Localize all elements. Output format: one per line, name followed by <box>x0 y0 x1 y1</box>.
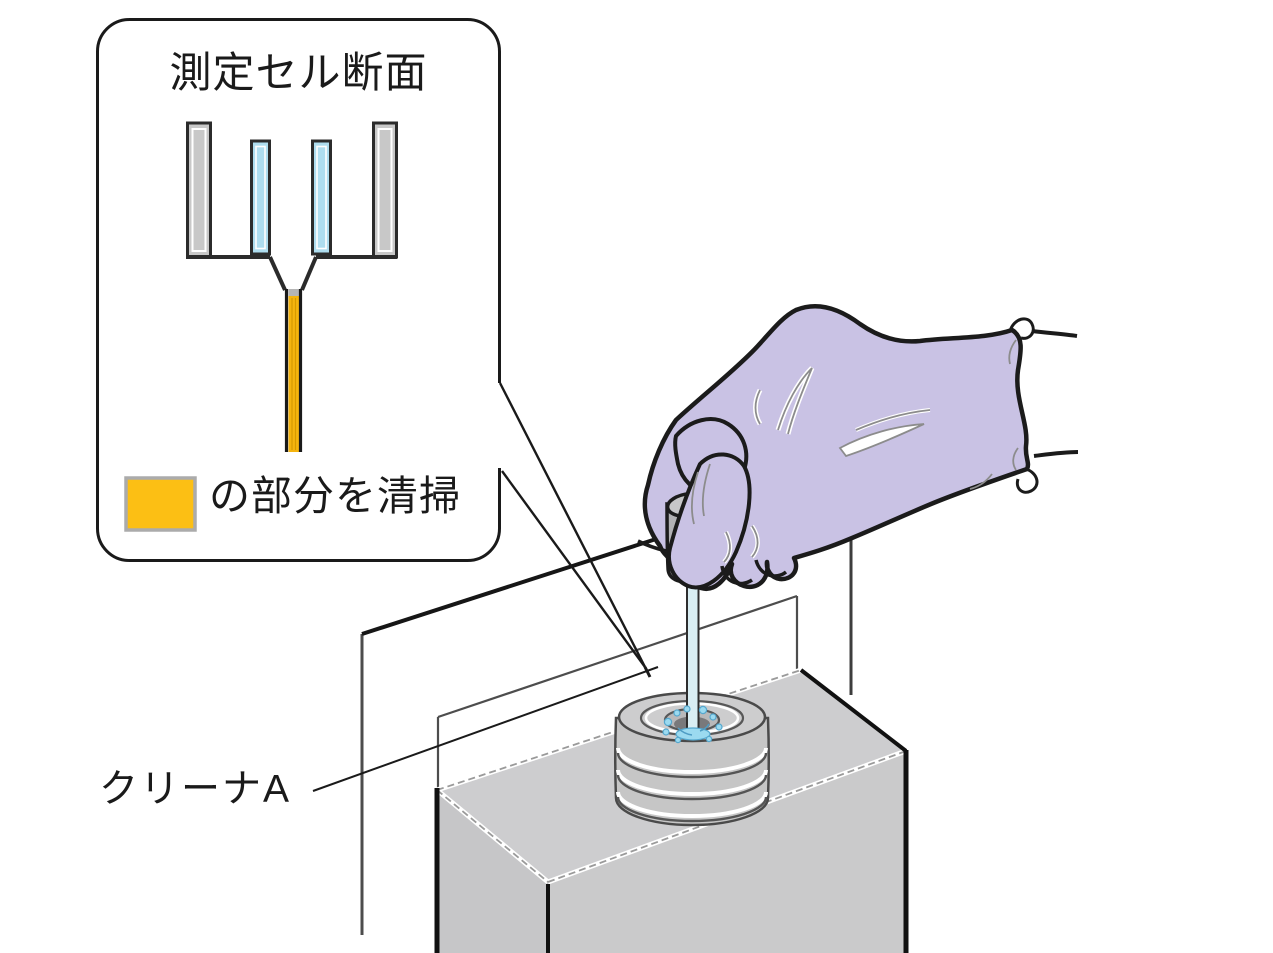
legend-caption: の部分を清掃 <box>209 473 461 519</box>
cell-base-and-funnel <box>186 255 397 291</box>
tube-highlight-fill <box>288 289 299 452</box>
wrist-top-line <box>1031 329 1078 338</box>
cell-drain-tube <box>284 289 303 452</box>
glove-knuckle-lines <box>720 559 788 586</box>
liquid-splash <box>662 705 723 744</box>
gloved-hand <box>637 304 1079 592</box>
glove-cuff <box>1008 317 1079 494</box>
cleaner-leader-line <box>312 666 659 792</box>
bubble-tail <box>498 382 652 678</box>
cell-cross-section-diagram <box>124 121 398 532</box>
cell-window-plates <box>250 139 332 256</box>
glove-wrinkles <box>691 339 1019 564</box>
wrist-bottom-line <box>1033 450 1079 458</box>
cleaner-a-label: クリーナA <box>99 768 292 811</box>
glove-fingertip-line <box>637 539 667 553</box>
callout-title: 測定セル断面 <box>169 49 428 96</box>
speech-bubble <box>96 18 652 678</box>
bubble-border-gap <box>495 383 506 468</box>
cell-outer-plates <box>186 121 398 259</box>
legend-color-swatch <box>124 476 197 532</box>
